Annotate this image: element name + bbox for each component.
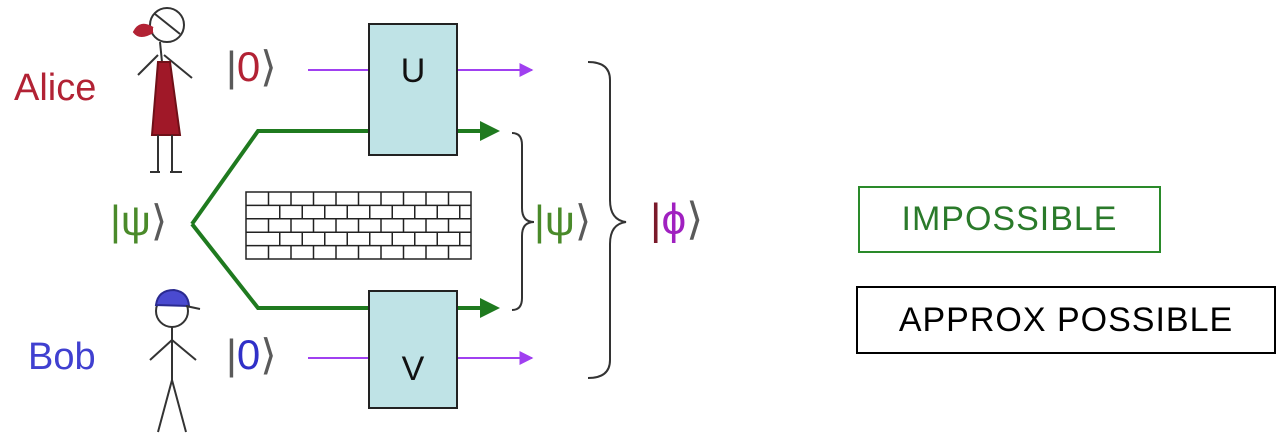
ket-symbol: 0 — [236, 43, 261, 90]
gate-u-box — [368, 23, 458, 156]
psi-brace — [511, 132, 535, 311]
dress-icon — [150, 61, 182, 136]
impossible-box: IMPOSSIBLE — [858, 186, 1161, 253]
alice-figure — [132, 7, 193, 173]
bob-figure — [149, 288, 201, 433]
bob-input-ket: |0⟩ — [226, 331, 277, 378]
qubit-wires — [308, 63, 534, 365]
ket-symbol: ψ — [120, 197, 151, 244]
psi-source-ket: |ψ⟩ — [110, 197, 168, 244]
hair-bow-icon — [132, 23, 154, 37]
phi-brace — [587, 61, 627, 379]
phi-output-ket: |ϕ⟩ — [650, 195, 704, 244]
approx-possible-box: APPROX POSSIBLE — [856, 286, 1276, 354]
gate-v-box — [368, 290, 458, 409]
bob-name: Bob — [28, 336, 96, 378]
brick-wall-icon — [245, 191, 472, 260]
psi-output-ket: |ψ⟩ — [534, 197, 592, 244]
ket-symbol: ϕ — [661, 195, 687, 244]
cap-icon — [154, 288, 191, 308]
alice-input-ket: |0⟩ — [226, 43, 277, 90]
gate-u-label: U — [400, 52, 426, 90]
alice-name: Alice — [14, 67, 97, 109]
gate-v-label: V — [401, 350, 425, 388]
ket-symbol: 0 — [236, 331, 261, 378]
ket-symbol: ψ — [544, 197, 575, 244]
